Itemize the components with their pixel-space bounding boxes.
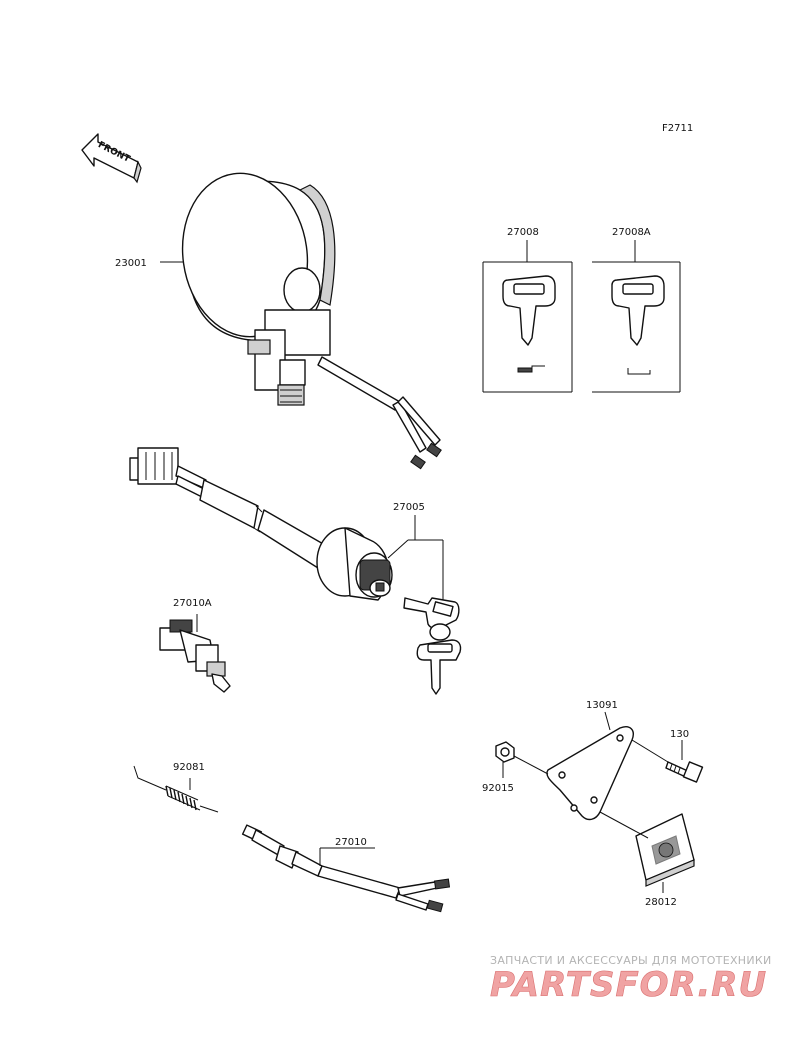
emblem-28012-drawing bbox=[635, 813, 695, 887]
callout-92015: 92015 bbox=[482, 783, 514, 794]
figure-code: F2711 bbox=[662, 123, 693, 134]
callout-28012: 28012 bbox=[645, 897, 677, 908]
spring-92081-drawing bbox=[133, 765, 219, 813]
switch-27010a-drawing bbox=[159, 619, 231, 693]
watermark-tagline: ЗАПЧАСТИ И АКСЕССУАРЫ ДЛЯ МОТОТЕХНИКИ bbox=[490, 954, 772, 967]
watermark: ЗАПЧАСТИ И АКСЕССУАРЫ ДЛЯ МОТОТЕХНИКИ PA… bbox=[490, 954, 772, 1005]
front-arrow-icon: FRONT bbox=[81, 133, 142, 184]
bolt-130-drawing bbox=[665, 761, 704, 783]
plate-13091-drawing bbox=[546, 726, 634, 821]
key-blank-panel bbox=[482, 240, 681, 393]
callout-27010: 27010 bbox=[335, 837, 367, 848]
callout-27008a: 27008A bbox=[612, 227, 651, 238]
headlight-drawing bbox=[181, 172, 442, 470]
callout-130: 130 bbox=[670, 729, 689, 740]
watermark-brand: PARTSFOR.RU bbox=[490, 965, 767, 1005]
callout-27005: 27005 bbox=[393, 502, 425, 513]
callout-13091: 13091 bbox=[586, 700, 618, 711]
callout-27008: 27008 bbox=[507, 227, 539, 238]
ignition-switch-drawing bbox=[129, 447, 393, 601]
callout-23001: 23001 bbox=[115, 258, 147, 269]
callout-27010a: 27010A bbox=[173, 598, 212, 609]
nut-92015-drawing bbox=[495, 741, 515, 763]
ignition-keys-drawing bbox=[403, 597, 462, 695]
callout-92081: 92081 bbox=[173, 762, 205, 773]
switch-27010-drawing bbox=[241, 824, 451, 913]
